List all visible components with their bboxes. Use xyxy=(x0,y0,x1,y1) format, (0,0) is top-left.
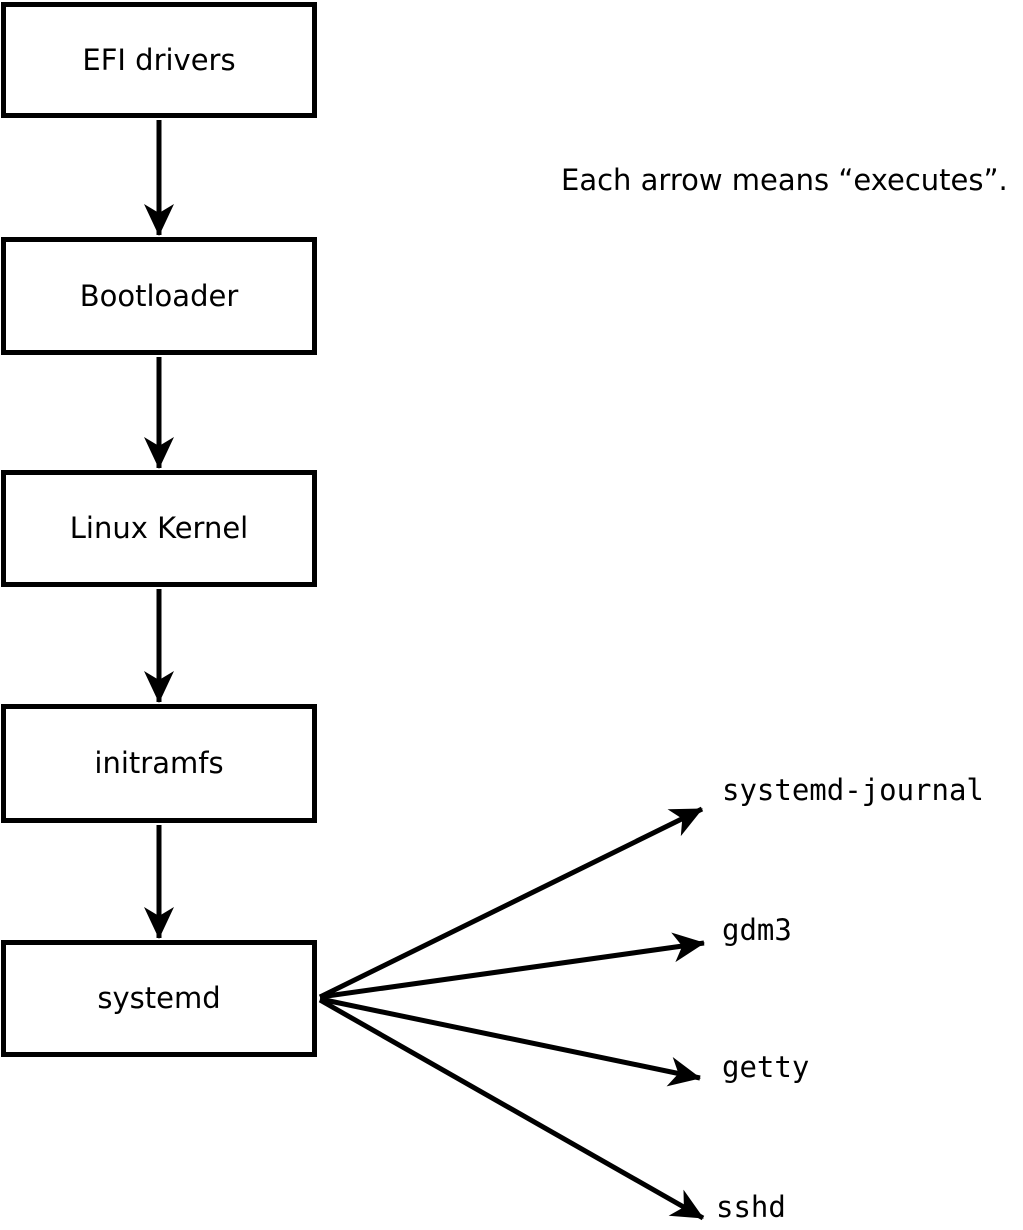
node-initramfs-label: initramfs xyxy=(94,746,224,780)
process-label-getty: getty xyxy=(722,1050,810,1084)
node-initramfs: initramfs xyxy=(1,704,317,823)
node-linux-kernel: Linux Kernel xyxy=(1,470,317,587)
arrow-systemd-to-sshd xyxy=(318,997,705,1221)
node-linux-kernel-label: Linux Kernel xyxy=(69,511,249,545)
process-label-systemd-journal: systemd-journal xyxy=(722,773,984,807)
arrow-meaning-annotation: Each arrow means “executes”. xyxy=(561,163,1008,197)
node-systemd-label: systemd xyxy=(97,981,221,1015)
node-systemd: systemd xyxy=(1,940,317,1057)
arrow-systemd-to-getty xyxy=(319,996,701,1087)
process-label-gdm3: gdm3 xyxy=(722,913,792,947)
process-label-sshd: sshd xyxy=(716,1190,786,1224)
node-efi-drivers-label: EFI drivers xyxy=(82,42,236,77)
arrow-systemd-to-journal xyxy=(318,806,704,1000)
node-efi-drivers: EFI drivers xyxy=(1,2,317,118)
arrow-systemd-to-gdm3 xyxy=(319,932,705,1000)
node-bootloader: Bootloader xyxy=(1,237,317,355)
node-bootloader-label: Bootloader xyxy=(79,278,239,313)
